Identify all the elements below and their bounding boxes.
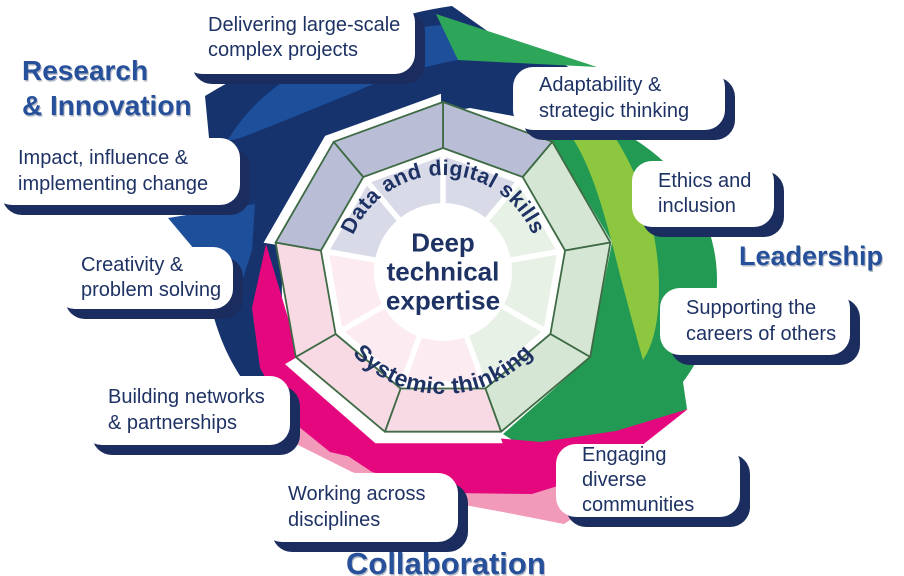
inner-divider-2 (505, 248, 560, 264)
nonagon-inner-segment-4 (403, 332, 483, 381)
heading-collaboration: Collaboration (346, 546, 546, 576)
inner-divider-1 (481, 179, 521, 225)
swirl-lime-stripe (560, 98, 659, 360)
swirl-navy-dark (205, 6, 614, 444)
label-text: Delivering large-scale complex projects (208, 13, 401, 61)
label-box-working: Working across disciplines (262, 473, 458, 542)
inner-divider-3 (497, 301, 547, 334)
label-box-supporting: Supporting the careers of others (660, 288, 850, 355)
heading-leadership: Leadership (739, 241, 884, 271)
label-box-building: Building networks & partnerships (82, 376, 290, 445)
inner-divider-7 (326, 248, 381, 264)
swirl-green-top-tip (436, 14, 597, 67)
center-circle (374, 203, 512, 341)
nonagon-outer-segment-8 (332, 101, 444, 178)
inner-divider-6 (339, 301, 389, 334)
label-text: Adaptability & strategic thinking (539, 74, 690, 122)
label-text: Creativity & problem solving (81, 253, 222, 301)
label-box-impact: Impact, influence & implementing change (0, 138, 240, 205)
label-box-engaging: Engaging diverse communities (556, 444, 740, 517)
inner-divider-8 (365, 179, 405, 225)
label-box-creativity: Creativity & problem solving (55, 247, 233, 309)
center-label-deep-technical-expertise: Deep technical expertise (385, 227, 501, 316)
inner-divider-4 (462, 331, 486, 384)
label-text: Ethics and inclusion (658, 169, 752, 217)
label-text: Building networks & partnerships (108, 386, 265, 434)
label-text: Working across disciplines (288, 483, 426, 531)
heading-research-innovation: Research & Innovation (22, 55, 192, 121)
label-box-adaptability: Adaptability & strategic thinking (513, 67, 725, 130)
label-box-delivering: Delivering large-scale complex projects (182, 2, 415, 74)
inner-divider-5 (400, 331, 424, 384)
label-text: Engaging diverse communities (582, 443, 695, 517)
label-box-ethics: Ethics and inclusion (632, 161, 774, 227)
label-text: Impact, influence & implementing change (18, 147, 209, 195)
label-text: Supporting the careers of others (686, 297, 837, 345)
